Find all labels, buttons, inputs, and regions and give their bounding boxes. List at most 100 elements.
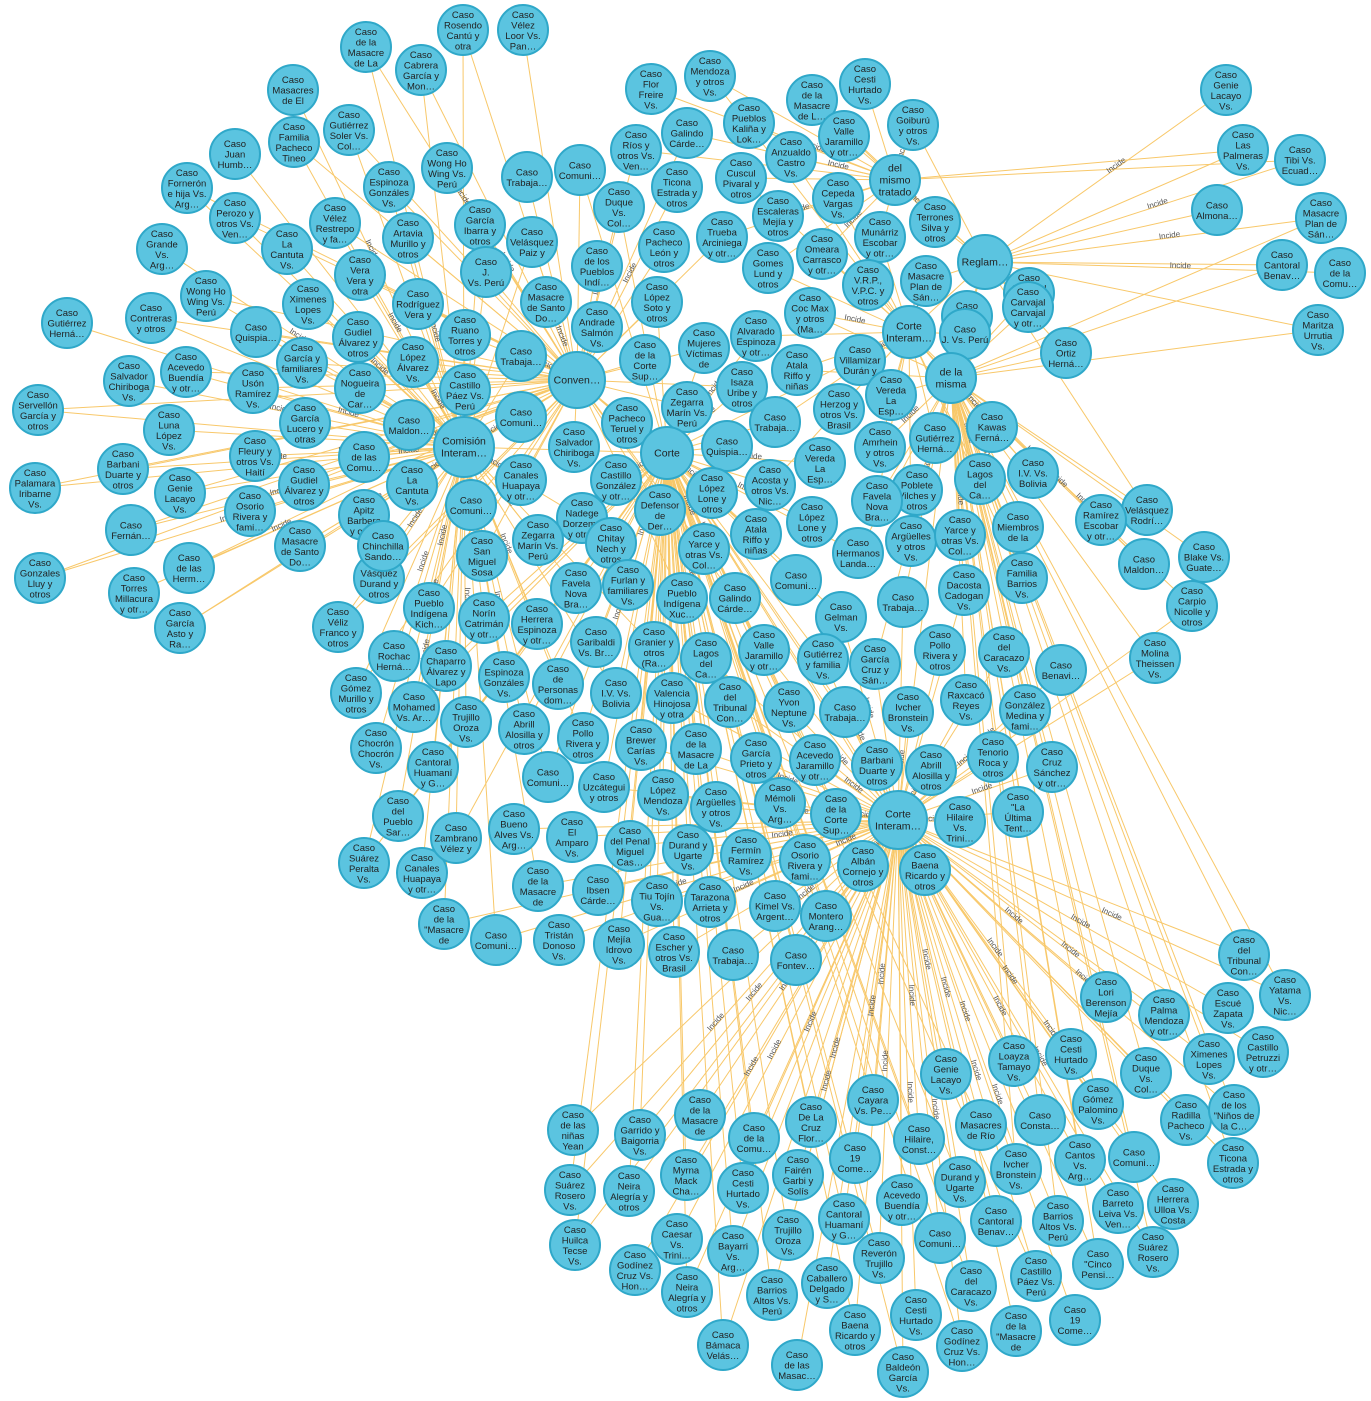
node-circle[interactable]: [765, 131, 817, 183]
node-circle[interactable]: [454, 199, 506, 251]
node-circle[interactable]: [628, 621, 680, 673]
node-circle[interactable]: [1274, 134, 1326, 186]
case-node[interactable]: CasoTrabaja…: [819, 686, 871, 738]
node-circle[interactable]: [1127, 1226, 1179, 1278]
node-circle[interactable]: [978, 626, 1030, 678]
node-circle[interactable]: [957, 234, 1013, 290]
node-circle[interactable]: [603, 1165, 655, 1217]
node-circle[interactable]: [697, 1319, 749, 1371]
node-circle[interactable]: [877, 576, 929, 628]
node-circle[interactable]: [1108, 1131, 1160, 1183]
node-circle[interactable]: [678, 322, 730, 374]
node-circle[interactable]: [661, 107, 713, 159]
node-circle[interactable]: [762, 1209, 814, 1261]
node-circle[interactable]: [460, 246, 512, 298]
node-circle[interactable]: [1054, 1134, 1106, 1186]
node-circle[interactable]: [938, 564, 990, 616]
case-node[interactable]: CasoNogueiradeCar…: [334, 362, 386, 414]
node-circle[interactable]: [550, 562, 602, 614]
node-circle[interactable]: [829, 1304, 881, 1356]
node-circle[interactable]: [548, 351, 606, 409]
node-circle[interactable]: [498, 703, 550, 755]
node-circle[interactable]: [382, 212, 434, 264]
node-circle[interactable]: [752, 190, 804, 242]
node-circle[interactable]: [1256, 239, 1308, 291]
node-circle[interactable]: [818, 110, 870, 162]
node-circle[interactable]: [819, 686, 871, 738]
node-circle[interactable]: [851, 475, 903, 527]
node-circle[interactable]: [334, 249, 386, 301]
node-circle[interactable]: [340, 21, 392, 73]
node-circle[interactable]: [746, 1269, 798, 1321]
node-circle[interactable]: [900, 255, 952, 307]
node-circle[interactable]: [789, 734, 841, 786]
case-node[interactable]: CasoChinchillaSando…: [357, 520, 409, 572]
node-circle[interactable]: [847, 1074, 899, 1126]
node-circle[interactable]: [1207, 1137, 1259, 1189]
node-circle[interactable]: [571, 301, 623, 353]
node-circle[interactable]: [877, 1346, 929, 1398]
node-circle[interactable]: [869, 154, 921, 206]
case-node[interactable]: CasoCantoralBenav…: [970, 1195, 1022, 1247]
case-node[interactable]: CasoMémoliVs.Arg…: [754, 777, 806, 829]
node-circle[interactable]: [634, 484, 686, 536]
node-circle[interactable]: [282, 278, 334, 330]
node-circle[interactable]: [614, 1109, 666, 1161]
node-circle[interactable]: [717, 1162, 769, 1214]
case-node[interactable]: CasoGalindoCárde…: [709, 572, 761, 624]
node-circle[interactable]: [396, 847, 448, 899]
case-node[interactable]: Caso19Come…: [829, 1132, 881, 1184]
node-circle[interactable]: [854, 211, 906, 263]
node-circle[interactable]: [1218, 929, 1270, 981]
node-circle[interactable]: [1183, 1033, 1235, 1085]
node-circle[interactable]: [738, 624, 790, 676]
node-circle[interactable]: [1208, 1084, 1260, 1136]
node-circle[interactable]: [421, 142, 473, 194]
node-circle[interactable]: [785, 1096, 837, 1148]
node-circle[interactable]: [12, 384, 64, 436]
node-circle[interactable]: [1160, 1094, 1212, 1146]
case-node[interactable]: CasoConsta…: [1014, 1094, 1066, 1146]
node-circle[interactable]: [796, 228, 848, 280]
case-node[interactable]: CasoMaldon…: [1118, 538, 1170, 590]
node-circle[interactable]: [723, 97, 775, 149]
